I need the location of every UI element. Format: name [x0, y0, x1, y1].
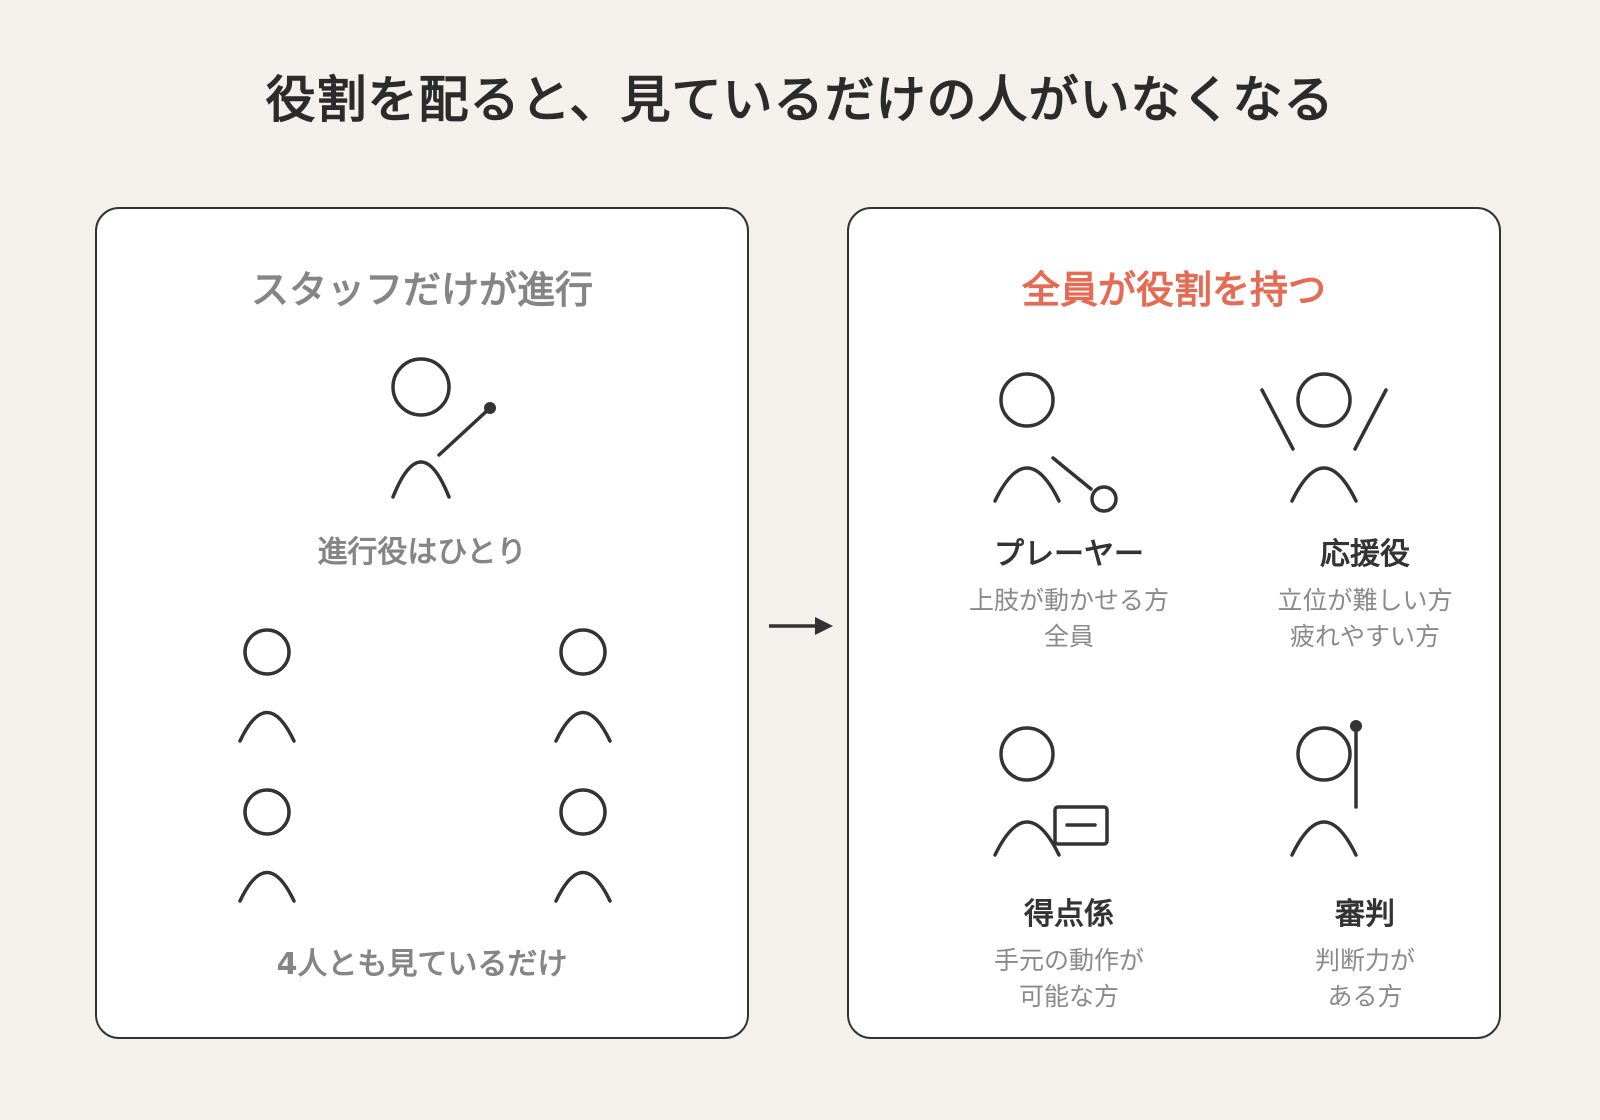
referee-flag-icon: [1290, 720, 1362, 857]
group-caption: 4人とも見ているだけ: [276, 947, 568, 982]
player-icon: [993, 372, 1118, 513]
role-player: プレーヤー 上肢が動かせる方 全員: [968, 537, 1169, 651]
panel-heading-everyone: 全員が役割を持つ: [1021, 268, 1326, 312]
leader-caption: 進行役はひとり: [317, 535, 527, 570]
panel-staff-only: スタッフだけが進行 進行役はひとり 4人とも見ているだけ: [95, 207, 749, 1039]
spectator-icon: [238, 628, 296, 743]
role-scorekeeper: 得点係 手元の動作が 可能な方: [993, 897, 1144, 1011]
role-cheer: 応援役 立位が難しい方 疲れやすい方: [1277, 537, 1453, 651]
scoreboard-icon: [993, 726, 1109, 857]
spectator-icon: [238, 788, 296, 903]
panel-everyone-role: 全員が役割を持つ プレーヤー 上肢が動かせる方 全員 応援役 立位が難しい方 疲…: [847, 207, 1501, 1039]
leader-figure-icon: [391, 357, 496, 499]
spectator-icon: [554, 628, 612, 743]
panel-heading-staff: スタッフだけが進行: [250, 268, 593, 312]
arrow-right-icon: [769, 617, 833, 635]
cheering-icon: [1260, 372, 1388, 503]
role-referee: 審判 判断力が ある方: [1314, 897, 1415, 1011]
page-title: 役割を配ると、見ているだけの人がいなくなる: [265, 71, 1335, 129]
spectator-icon: [554, 788, 612, 903]
